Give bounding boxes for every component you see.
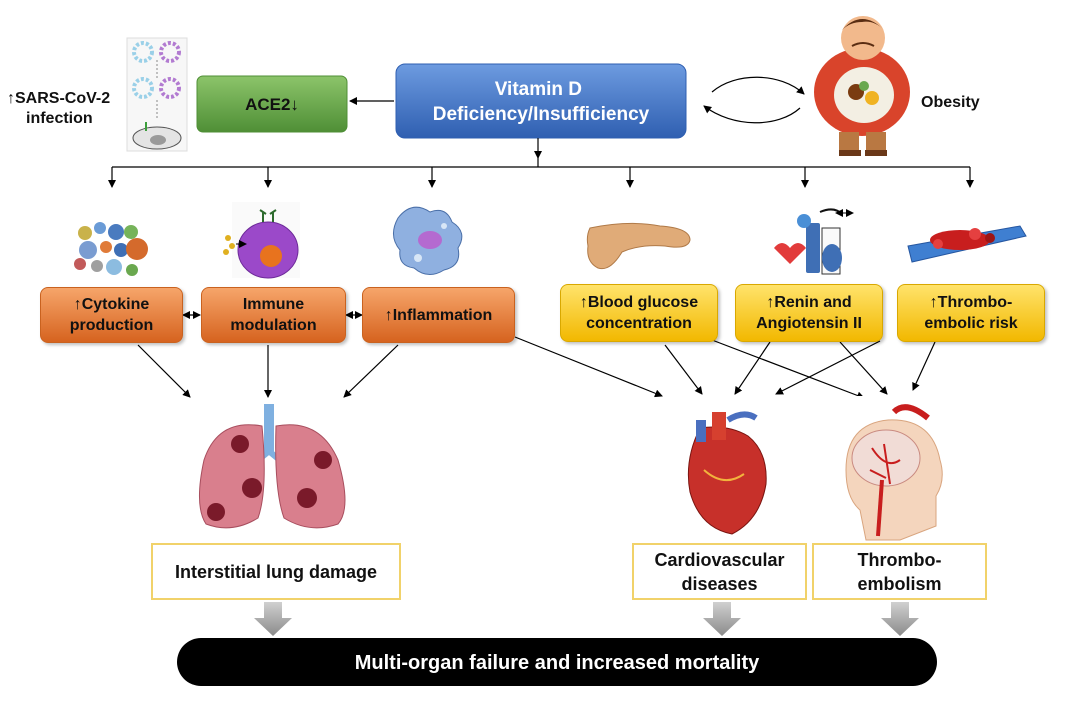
ace2-label: ACE2↓ <box>245 95 299 114</box>
branch-arrows <box>108 167 974 188</box>
final-label: Multi-organ failure and increased mortal… <box>355 652 760 674</box>
sars-label: ↑SARS-CoV-2 infection <box>7 90 115 127</box>
cycle-arrow-top <box>711 76 805 95</box>
thromboembolic-risk-box: ↑Thrombo- embolic risk <box>897 284 1045 342</box>
lung-damage-box: Interstitial lung damage <box>151 543 401 600</box>
pancreas-icon <box>586 222 691 270</box>
vitamin-d-line2: Deficiency/Insufficiency <box>433 104 650 125</box>
blood-pressure-icon <box>774 208 854 275</box>
cardiovascular-box: Cardiovascular diseases <box>632 543 807 600</box>
down-arrow-cardio <box>703 602 741 636</box>
ace2-box <box>196 75 348 133</box>
sars-line2: infection <box>26 110 93 127</box>
down-arrow-lung <box>254 602 292 636</box>
obese-man-icon <box>806 10 920 160</box>
down-arrows <box>254 602 919 636</box>
vitamin-d-box <box>395 63 687 139</box>
immune-modulation-box: Immune modulation <box>201 287 346 343</box>
vitamin-d-line1: Vitamin D <box>495 79 582 100</box>
cytokine-production-box: ↑Cytokine production <box>40 287 183 343</box>
final-bar <box>177 638 937 686</box>
heart-icon <box>662 406 774 540</box>
immune-cell-icon <box>223 202 300 279</box>
sars-line1: ↑SARS-CoV-2 <box>7 90 110 107</box>
vitamin-d-label: Vitamin D Deficiency/Insufficiency <box>433 79 650 125</box>
thromboembolism-box: Thrombo- embolism <box>812 543 987 600</box>
blood-clot-icon <box>907 225 1027 263</box>
inflammation-box: ↑Inflammation <box>362 287 515 343</box>
macrophage-icon <box>393 206 463 275</box>
down-arrow-thrombo <box>881 602 919 636</box>
cycle-arrow-bottom <box>703 105 801 124</box>
brain-stroke-icon <box>836 396 946 541</box>
cytokine-cells-icon <box>74 222 148 276</box>
virus-cell-icon <box>126 37 188 152</box>
obesity-label: Obesity <box>921 94 980 111</box>
renin-angiotensin-box: ↑Renin and Angiotensin II <box>735 284 883 342</box>
blood-glucose-box: ↑Blood glucose concentration <box>560 284 718 342</box>
outcome-arrows <box>137 336 936 400</box>
lungs-icon <box>198 404 346 529</box>
